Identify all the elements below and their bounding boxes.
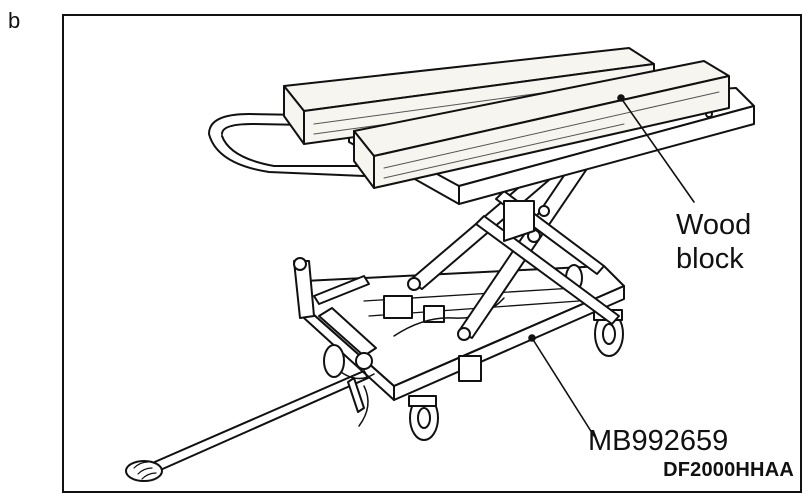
wood-block-pointer-dot <box>617 94 625 102</box>
wood-block-label-line2: block <box>676 243 744 275</box>
tool-number-label: MB992659 <box>588 425 729 457</box>
tool-leader <box>531 337 595 437</box>
figure-letter: b <box>8 8 21 33</box>
wood-block-label-line1: Wood <box>676 209 752 241</box>
illustration-frame: Wood block MB992659 DF2000HHAA <box>62 14 802 493</box>
wood-block-leader <box>620 97 695 203</box>
leader-lines <box>528 94 695 437</box>
scissor-arms <box>407 145 620 341</box>
figure-code-label: DF2000HHAA <box>663 459 794 481</box>
wood-block-label: Wood block <box>676 208 751 276</box>
scissor-lift-table-illustration <box>125 47 755 482</box>
tow-handle <box>125 365 375 482</box>
wood-blocks <box>283 47 730 189</box>
tool-pointer-dot <box>528 334 536 342</box>
